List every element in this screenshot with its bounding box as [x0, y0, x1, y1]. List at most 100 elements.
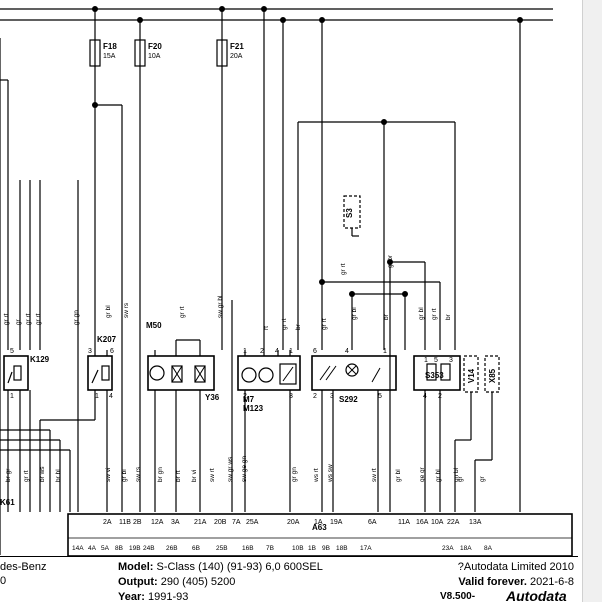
wire-color-label: sw rt: [209, 468, 216, 482]
wire-color-label: br rt: [175, 470, 182, 482]
fuse-f18-symbol: [89, 39, 101, 67]
wire-color-label: gr gn: [73, 310, 80, 325]
connector-pin-bottom: 4A: [88, 545, 97, 552]
valid-date: 2021-6-8: [529, 576, 574, 588]
wire-color-label: gr: [479, 475, 486, 482]
wire-color-label: gn bl: [453, 467, 460, 482]
output-row: Output: 290 (405) 5200: [118, 576, 235, 588]
wire-color-label: gr bl: [351, 307, 358, 320]
wire-color-label: gr gn: [291, 467, 298, 482]
k61-label: K61: [0, 498, 15, 507]
connector-pin-top: 11B: [119, 519, 131, 526]
k207-label: K207: [97, 335, 117, 344]
connector-pin-top: 13A: [469, 519, 482, 526]
connector-pin-top: 19A: [330, 519, 343, 526]
s353-pin-number: 5: [434, 357, 438, 364]
s292-pin-number: 6: [313, 348, 317, 355]
k207-pin-number: 6: [110, 348, 114, 355]
x85-label: X85: [488, 368, 497, 383]
wire-color-label: br gn: [157, 467, 164, 482]
connector-pin-top: 16A: [416, 519, 429, 526]
output-value: 290 (405) 5200: [160, 576, 236, 588]
connector-pin-top: 21A: [194, 519, 207, 526]
k129-pin-number: 5: [10, 348, 14, 355]
connector-pin-bottom: 23A: [442, 545, 454, 552]
s292-pin-number: 3: [330, 393, 334, 400]
s292-pin-number: 2: [313, 393, 317, 400]
fuse-rating-label: 10A: [148, 53, 161, 60]
wire-color-label: gr rt: [321, 318, 328, 330]
wire-color-label: ws rt: [313, 468, 320, 483]
s292-pin-number: 5: [378, 393, 382, 400]
s353-pin-number: 2: [438, 393, 442, 400]
connector-pin-bottom: 14A: [72, 545, 84, 552]
s353-pin-number: 4: [423, 393, 427, 400]
wire-color-label: br ws: [39, 466, 46, 482]
wire-color-label: sw vi: [105, 468, 112, 482]
connector-pin-bottom: 19B: [129, 545, 141, 552]
s353-label: S353: [425, 371, 444, 380]
connector-pin-top: 20A: [287, 519, 300, 526]
wire-color-label: gr bl: [418, 307, 425, 320]
wire-color-label: rt: [263, 326, 270, 330]
wire-color-label: ge gr: [419, 466, 426, 482]
vertical-scrollbar[interactable]: [582, 0, 602, 602]
s292-pin-number: 4: [345, 348, 349, 355]
manufacturer-subtext: 0: [0, 575, 7, 587]
connector-pin-top: 7A: [232, 519, 241, 526]
connector-pin-top: 22A: [447, 519, 460, 526]
wire-color-label: br: [383, 313, 390, 320]
wire-color-label: gr rt: [179, 306, 186, 318]
fuse-rating-label: 20A: [230, 53, 243, 60]
s353-pin-number: 1: [424, 357, 428, 364]
s3-label: S3: [345, 208, 354, 218]
output-label: Output:: [118, 576, 158, 588]
wire-color-label: gr: [15, 318, 22, 325]
m123-label: M123: [243, 404, 264, 413]
fuse-code-label: F21: [230, 42, 244, 51]
m7-pin-number: 1: [289, 348, 293, 355]
wire-color-label: gr bl: [395, 469, 402, 482]
connector-pin-top: 25A: [246, 519, 259, 526]
connector-pin-bottom: 6B: [192, 545, 200, 552]
wire-color-label: gr bl: [105, 305, 112, 318]
wire-color-label: gr rt: [340, 263, 347, 275]
connector-pin-bottom: 18B: [336, 545, 348, 552]
m7-label: M7: [243, 395, 255, 404]
m7-pin-number: 3: [289, 393, 293, 400]
wire-color-label: gr rt: [431, 308, 438, 320]
connector-pin-top: 6A: [368, 519, 377, 526]
wire-color-label: sw ge gn: [241, 456, 248, 482]
a63-connector-block: [67, 513, 573, 556]
model-value: S-Class (140) (91-93) 6,0 600SEL: [156, 561, 323, 573]
m7-pin-number: 1: [243, 348, 247, 355]
connector-pin-bottom: 8A: [484, 545, 493, 552]
fuse-f20-symbol: [134, 39, 146, 67]
wire-color-label: br: [295, 323, 302, 330]
wire-color-label: sw rs: [135, 466, 142, 482]
info-footer: des-Benz 0 Model: S-Class (140) (91-93) …: [0, 556, 578, 602]
fuse-code-label: F20: [148, 42, 162, 51]
wire-color-label: sw gr ws: [227, 456, 234, 482]
wire-color-label: br bl: [55, 469, 62, 482]
wire-color-label: br vi: [191, 470, 198, 482]
fuse-f21-symbol: [216, 39, 228, 67]
k207-pin-number: 1: [95, 393, 99, 400]
y36-label: Y36: [205, 393, 220, 402]
connector-pin-top: 20B: [214, 519, 227, 526]
fuse-rating-label: 15A: [103, 53, 116, 60]
wire-color-label: gr rt: [25, 313, 32, 325]
model-label: Model:: [118, 561, 154, 573]
s353-pin-number: 3: [449, 357, 453, 364]
connector-pin-bottom: 5A: [101, 545, 110, 552]
m7-pin-number: 2: [260, 348, 264, 355]
wire-color-label: gnbr: [387, 254, 394, 268]
connector-pin-bottom: 9B: [322, 545, 330, 552]
connector-pin-bottom: 1B: [308, 545, 316, 552]
v14-label: V14: [467, 368, 476, 383]
connector-pin-bottom: 17A: [360, 545, 372, 552]
wire-color-label: ws sw: [327, 464, 334, 483]
valid-label: Valid forever.: [458, 576, 527, 588]
model-row: Model: S-Class (140) (91-93) 6,0 600SEL: [118, 561, 323, 573]
